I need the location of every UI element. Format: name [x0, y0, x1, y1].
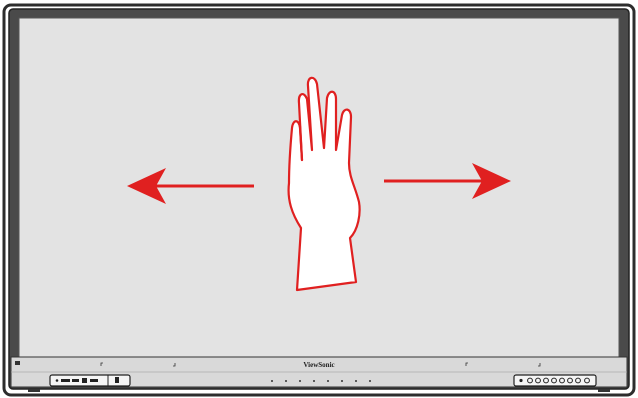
- arrow-right-icon: [384, 163, 511, 199]
- light-sensor-icon: [15, 361, 20, 365]
- usb-port-icon: [82, 378, 87, 383]
- power-icon[interactable]: [519, 378, 523, 383]
- front-indicator-dots: [271, 380, 371, 382]
- left-port-cluster: [49, 374, 131, 387]
- right-button-cluster: [513, 374, 597, 387]
- hand-swipe-icon: [287, 76, 361, 292]
- brand-logo: ViewSonic: [303, 361, 334, 369]
- arrow-left-icon: [127, 168, 254, 204]
- power-button[interactable]: [115, 377, 119, 383]
